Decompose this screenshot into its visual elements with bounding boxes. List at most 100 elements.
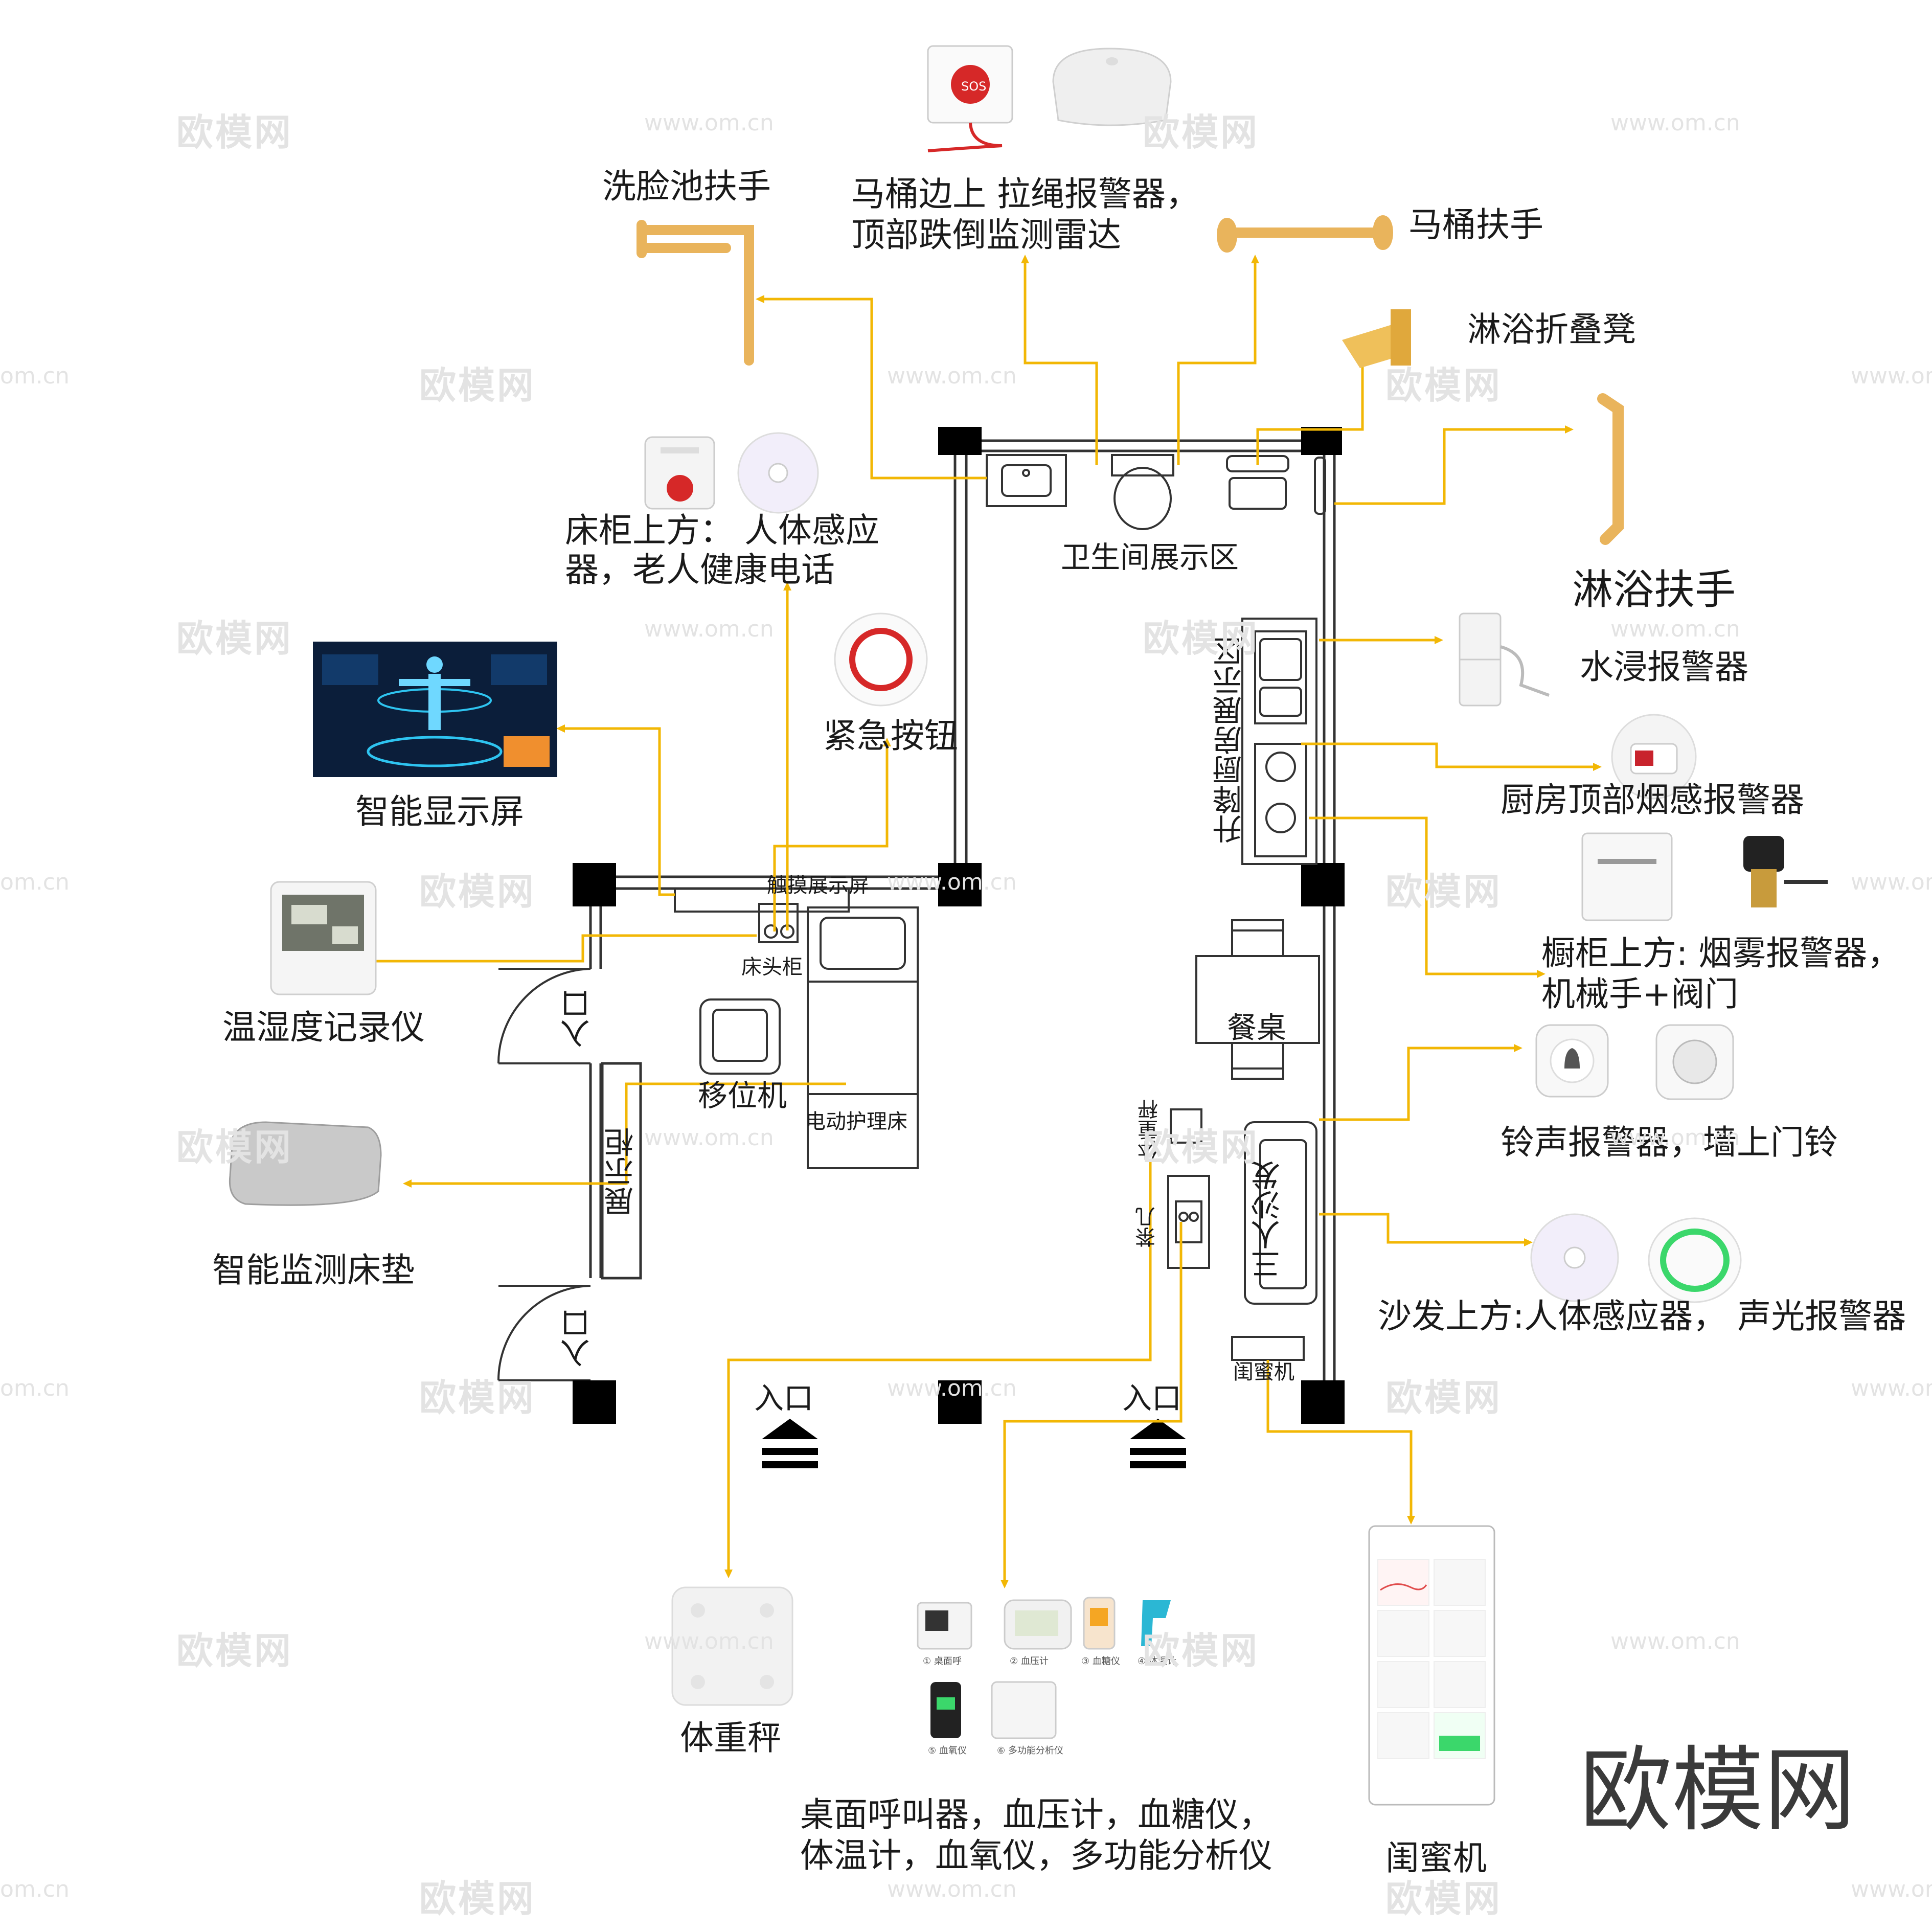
watermark-cn: 欧模网 bbox=[1143, 617, 1260, 660]
label-toilet-alarm-line2: 顶部跌倒监测雷达 bbox=[851, 215, 1121, 255]
label-smart-display: 智能显示屏 bbox=[355, 792, 524, 831]
label-companion-bottom: 闺蜜机 bbox=[1385, 1838, 1487, 1878]
watermark-cn: 欧模网 bbox=[419, 870, 536, 913]
caption-p5: ⑤ 血氧仪 bbox=[928, 1745, 967, 1756]
shower-stool-icon bbox=[1342, 309, 1411, 368]
label-bathroom-area: 卫生间展示区 bbox=[1061, 540, 1239, 575]
bell-alarm-icon bbox=[1535, 1024, 1609, 1098]
watermark-url: www.om.cn bbox=[644, 110, 774, 136]
watermark-url: om.cn bbox=[0, 869, 70, 895]
label-entrance-right: 入口 bbox=[1122, 1381, 1182, 1416]
label-sofa-sensors: 沙发上方:人体感应器， 声光报警器 bbox=[1378, 1297, 1906, 1336]
caption-p1: ① 桌面呼 bbox=[923, 1656, 962, 1667]
sos-label: SOS bbox=[961, 79, 987, 94]
smart-display-icon bbox=[313, 642, 557, 777]
caption-p3: ③ 血糖仪 bbox=[1081, 1656, 1120, 1667]
kitchen-smoke-alarm-icon bbox=[1611, 714, 1697, 800]
kitchen-fixtures bbox=[1241, 618, 1317, 865]
label-bedside-line1: 床柜上方： 人体感应 bbox=[565, 511, 879, 550]
watermark-url: www.om.cn bbox=[1610, 110, 1740, 136]
water-leak-alarm-icon bbox=[1459, 612, 1550, 707]
leader-lines bbox=[348, 261, 1595, 1582]
entrance-arrows bbox=[762, 1419, 1186, 1468]
bed-area-shapes bbox=[674, 888, 919, 1169]
watermark-url: www.om.cn bbox=[887, 363, 1017, 389]
watermark-url: www.om.cn bbox=[644, 1628, 774, 1654]
shower-grab-bar-icon bbox=[1597, 393, 1624, 545]
watermark-cn: 欧模网 bbox=[176, 1629, 293, 1672]
label-bedside-line2: 器，老人健康电话 bbox=[565, 550, 835, 589]
dining-table-shape bbox=[1195, 919, 1320, 1080]
label-coffee-table: 茶几 bbox=[1135, 1207, 1159, 1247]
watermark-cn: 欧模网 bbox=[1385, 364, 1503, 407]
label-kitchen-smoke: 厨房顶部烟感报警器 bbox=[1501, 780, 1804, 820]
toilet-grab-bar-icon bbox=[1217, 215, 1393, 253]
label-kitchen-area: 升降厨房展示区 bbox=[1212, 637, 1247, 844]
watermark-cn: 欧模网 bbox=[1143, 1629, 1260, 1672]
smart-mattress-icon bbox=[229, 1121, 382, 1206]
label-health-line1: 桌面呼叫器，血压计，血糖仪， bbox=[800, 1795, 1272, 1834]
wall-doorbell-icon bbox=[1655, 1024, 1734, 1100]
health-phone-icon bbox=[644, 436, 715, 510]
label-entrance-left: 入口 bbox=[560, 989, 595, 1049]
watermark-cn: 欧模网 bbox=[419, 364, 536, 407]
label-health-line2: 体温计，血氧仪，多功能分析仪 bbox=[800, 1836, 1272, 1875]
watermark-url: om.cn bbox=[0, 1375, 70, 1401]
label-scale-bottom: 体重秤 bbox=[680, 1718, 781, 1758]
watermark-cn: 欧模网 bbox=[1385, 870, 1503, 913]
caption-p4: ④ 体温计 bbox=[1138, 1656, 1176, 1667]
pillars bbox=[573, 427, 1345, 1424]
watermark-cn: 欧模网 bbox=[176, 617, 293, 660]
label-display-cabinet: 展示柜 bbox=[604, 1127, 639, 1216]
bathroom-fixtures bbox=[986, 454, 1326, 530]
watermark-url: www.om.cn bbox=[1851, 1876, 1932, 1902]
bedside-motion-sensor-icon bbox=[737, 432, 819, 514]
label-water-alarm: 水浸报警器 bbox=[1580, 647, 1748, 687]
watermark-url: www.om.cn bbox=[887, 1876, 1017, 1902]
watermark-url: om.cn bbox=[0, 1876, 70, 1902]
label-cabinet-line1: 橱柜上方: 烟雾报警器， bbox=[1541, 934, 1901, 973]
watermark-url: om.cn bbox=[0, 363, 70, 389]
sound-light-alarm-icon bbox=[1648, 1217, 1742, 1303]
label-toilet-alarm-line1: 马桶边上 拉绳报警器， bbox=[851, 174, 1199, 214]
watermark-url: www.om.cn bbox=[1610, 1125, 1740, 1151]
label-transfer-machine: 移位机 bbox=[698, 1078, 787, 1113]
watermark-url: www.om.cn bbox=[1610, 616, 1740, 642]
caption-p2: ② 血压计 bbox=[1010, 1656, 1049, 1667]
watermark-cn: 欧模网 bbox=[419, 1877, 536, 1920]
watermark-cn: 欧模网 bbox=[176, 111, 293, 154]
label-electric-bed: 电动护理床 bbox=[805, 1110, 907, 1133]
watermark-cn: 欧模网 bbox=[176, 1126, 293, 1169]
watermark-cn: 欧模网 bbox=[419, 1376, 536, 1419]
watermark-url: www.om.cn bbox=[1851, 869, 1932, 895]
label-smart-mattress: 智能监测床垫 bbox=[212, 1251, 415, 1290]
label-dining-table: 餐桌 bbox=[1227, 1010, 1287, 1045]
label-entrance-mid: 入口 bbox=[754, 1381, 814, 1416]
label-bedside-cabinet: 床头柜 bbox=[741, 956, 803, 979]
watermark-url: www.om.cn bbox=[887, 869, 1017, 895]
watermark-url: www.om.cn bbox=[887, 1375, 1017, 1401]
label-temp-humidity: 温湿度记录仪 bbox=[222, 1008, 425, 1047]
companion-machine-icon bbox=[1368, 1525, 1495, 1806]
fall-radar-icon bbox=[1052, 48, 1172, 126]
watermark-cn: 欧模网 bbox=[1143, 1126, 1260, 1169]
label-touch-screen: 触摸展示屏 bbox=[767, 874, 869, 897]
watermark-cn: 欧模网 bbox=[1385, 1877, 1503, 1920]
watermark-url: www.om.cn bbox=[644, 1125, 774, 1151]
label-toilet-grab-bar: 马桶扶手 bbox=[1408, 205, 1543, 244]
label-doorbell: 铃声报警器，墙上门铃 bbox=[1501, 1123, 1838, 1162]
brand-logo: 欧模网 bbox=[1580, 1737, 1856, 1844]
living-furniture bbox=[1167, 1108, 1317, 1361]
health-devices-icon bbox=[917, 1597, 1171, 1739]
sofa-motion-sensor-icon bbox=[1530, 1213, 1619, 1302]
weight-scale-icon bbox=[671, 1586, 793, 1706]
watermark-cn: 欧模网 bbox=[1143, 111, 1260, 154]
label-companion-room: 闺蜜机 bbox=[1233, 1360, 1294, 1384]
sos-pull-cord-icon bbox=[927, 45, 1013, 152]
label-shower-stool: 淋浴折叠凳 bbox=[1467, 310, 1636, 349]
emergency-button-icon bbox=[834, 612, 928, 707]
watermark-url: www.om.cn bbox=[1851, 363, 1932, 389]
watermark-url: www.om.cn bbox=[1851, 1375, 1932, 1401]
manipulator-valve-icon bbox=[1743, 836, 1828, 907]
